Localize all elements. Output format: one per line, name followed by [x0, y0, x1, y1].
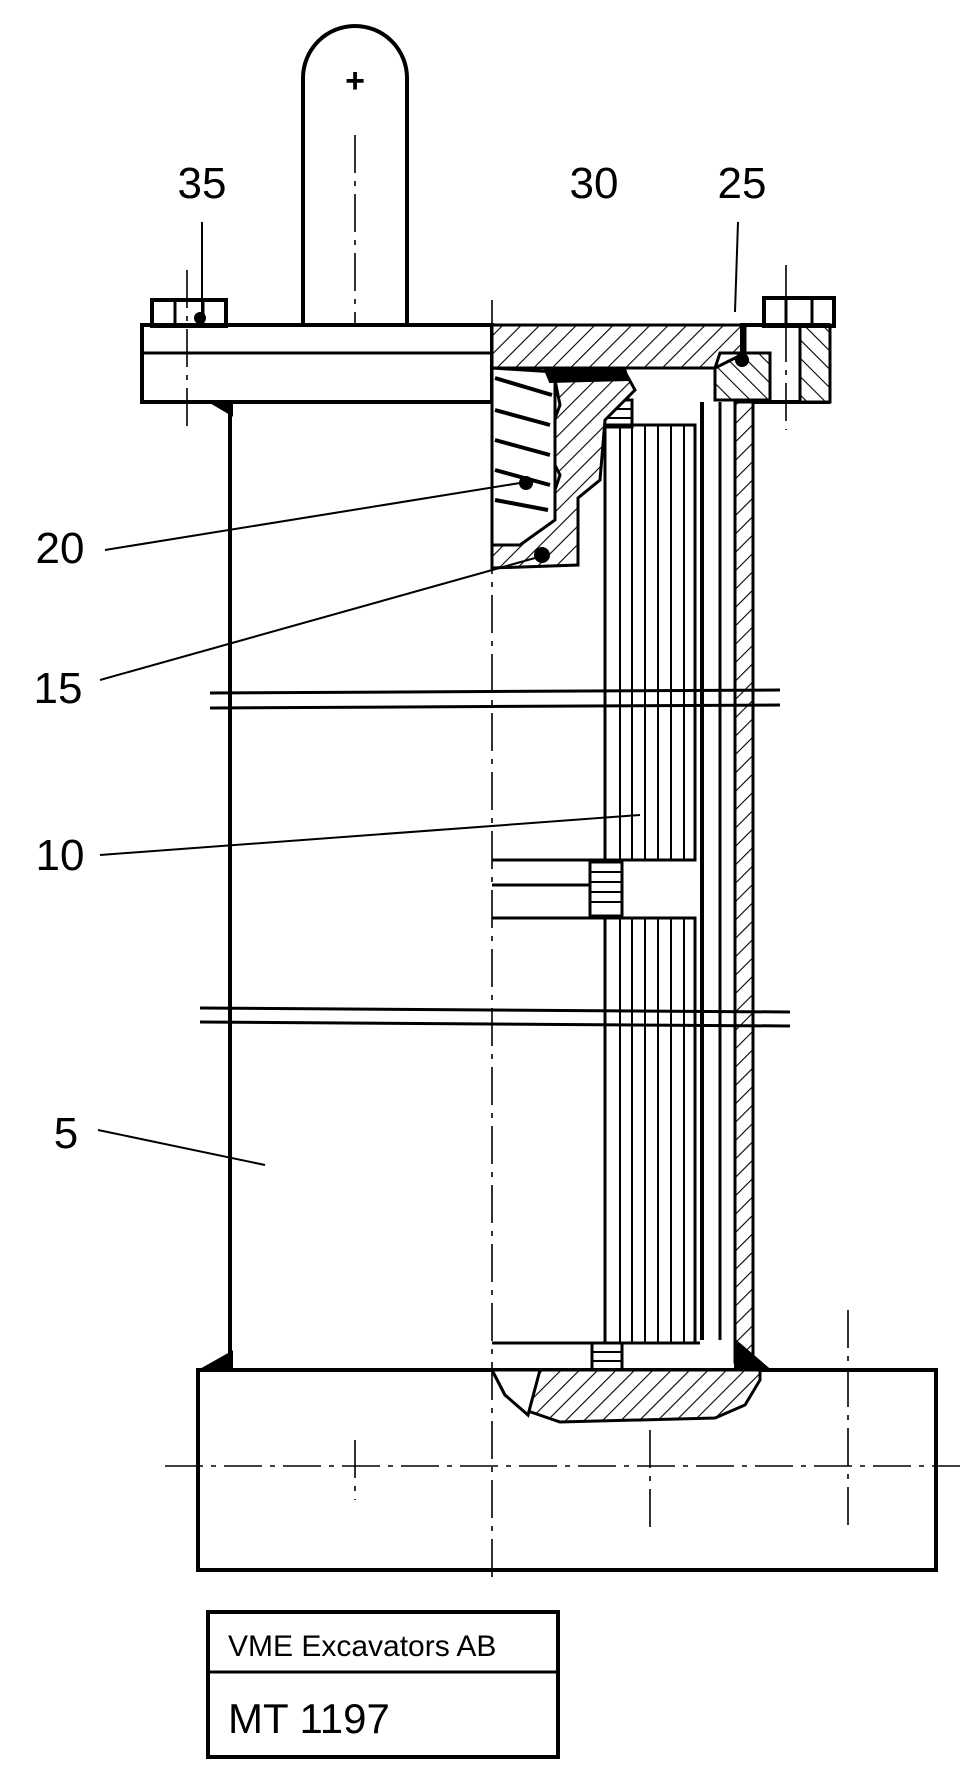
callout-30: 30	[570, 159, 619, 208]
top-flange	[140, 265, 836, 430]
piston-rod	[492, 398, 700, 1372]
company-name: VME Excavators AB	[228, 1630, 496, 1663]
title-block: VME Excavators AB MT 1197	[206, 1610, 560, 1759]
callout-20: 20	[36, 524, 85, 573]
gland	[490, 366, 637, 570]
rod-eye: +	[301, 24, 409, 325]
callout-15: 15	[34, 664, 83, 713]
bolt-head-left	[150, 298, 228, 328]
leader-lines	[97, 221, 739, 1166]
callout-35: 35	[178, 159, 227, 208]
callouts: 35 30 25 20 15 10 5	[34, 159, 767, 1158]
bottom-end-cap	[165, 1310, 960, 1572]
callout-25: 25	[718, 159, 767, 208]
center-mark: +	[345, 62, 365, 100]
bolt-head-right	[762, 296, 836, 328]
drawing-number: MT 1197	[228, 1695, 390, 1742]
callout-5: 5	[54, 1109, 78, 1158]
cylinder-barrel	[196, 400, 773, 1371]
callout-10: 10	[36, 831, 85, 880]
break-lines	[199, 688, 791, 1028]
